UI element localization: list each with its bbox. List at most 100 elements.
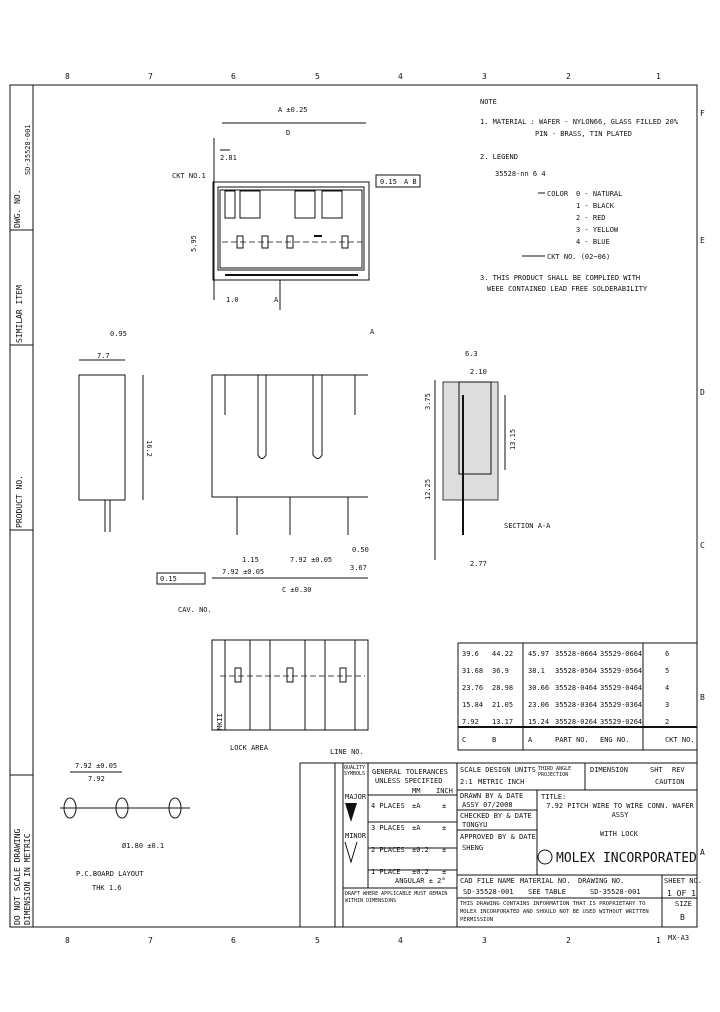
tol-places: 4 PLACES: [371, 802, 405, 810]
lock-area-label: LOCK AREA: [230, 744, 269, 752]
zone-col-label: 1: [656, 72, 661, 81]
line-no-label: LINE NO.: [330, 748, 364, 756]
table-cell: 23.06: [528, 701, 549, 709]
pcb-pitch-b: 7.92: [88, 775, 105, 783]
tol-mm: ±0.2: [412, 846, 429, 854]
left-strip: [9, 84, 34, 928]
side-view: 7.7 0.95 16.2: [78, 330, 153, 532]
table-cell: 35529-0664: [600, 650, 642, 658]
note-3: 3. THIS PRODUCT SHALL BE COMPLIED WITH: [480, 274, 640, 282]
drawing-no: SD-35528-001: [590, 888, 641, 896]
zone-col-label: 4: [398, 936, 403, 945]
ckt-label: CKT NO. (02~06): [547, 253, 610, 261]
scale-label: SCALE DESIGN UNITS: [460, 766, 536, 774]
major-label: MAJOR: [345, 793, 367, 801]
tol-places: 1 PLACE: [371, 868, 401, 876]
checked-by-label: CHECKED BY & DATE: [460, 812, 532, 820]
color-option: 4 - BLUE: [576, 238, 610, 246]
approved-by: SHENG: [462, 844, 483, 852]
design-units: METRIC INCH: [478, 778, 524, 786]
dim-1.15: 1.15: [242, 556, 259, 564]
tol-mm: ±A: [412, 802, 421, 810]
table-cell: 4: [665, 684, 669, 692]
form-number: MX-A3: [668, 934, 689, 942]
color-option: 3 - YELLOW: [576, 226, 619, 234]
table-cell: 21.05: [492, 701, 513, 709]
do-not-scale-note: DO NOT SCALE DRAWING: [13, 828, 22, 925]
zone-col-label: 7: [148, 936, 153, 945]
dimension-metric-note: DIMENSION IN METRIC: [23, 833, 32, 925]
tol-mm: ±A: [412, 824, 421, 832]
material-no: SEE TABLE: [528, 888, 566, 896]
table-header: PART NO.: [555, 736, 589, 744]
tol-mm: ±0.2: [412, 868, 429, 876]
pcb-hole: Ø1.80 ±0.1: [122, 842, 164, 850]
draft-note: DRAFT WHERE APPLICABLE MUST REMAIN WITHI…: [345, 891, 448, 904]
zone-row-label: D: [700, 388, 705, 397]
position-tolerance: 0.15: [380, 178, 397, 186]
title-block: QUALITY SYMBOLS MAJOR MINOR GENERAL TOLE…: [299, 762, 702, 942]
tol-places: 2 PLACES: [371, 846, 405, 854]
section-marker: A: [370, 328, 375, 336]
company-name: MOLEX INCORPORATED: [556, 851, 697, 866]
table-cell: 15.24: [528, 718, 549, 726]
tol-inch: ±: [442, 846, 446, 854]
dimension-label: DIMENSION: [590, 766, 628, 774]
zone-col-label: 6: [231, 936, 236, 945]
sheet-label: SHEET NO.: [664, 877, 702, 885]
dim-2.10: 2.10: [470, 368, 487, 376]
cad-label: CAD FILE NAME: [460, 877, 515, 885]
table-cell: 35528-0564: [555, 667, 597, 675]
zone-col-label: 8: [65, 72, 70, 81]
dwg-no-label: DWG. NO.: [13, 189, 22, 228]
size-label: SIZE: [675, 900, 692, 908]
dim-0.50: 0.50: [352, 546, 369, 554]
ckt1-label: CKT NO.1: [172, 172, 206, 180]
table-cell: 44.22: [492, 650, 513, 658]
rev-label: REV: [672, 766, 685, 774]
sht-label: SHT: [650, 766, 663, 774]
pcb-thickness: THK 1.6: [92, 884, 122, 892]
table-cell: 7.92: [462, 718, 479, 726]
molex-logo-icon: [537, 849, 553, 865]
dim-3.75: 3.75: [424, 393, 432, 410]
color-label: COLOR: [547, 190, 569, 198]
col-mm: MM: [412, 787, 420, 795]
dwg-no: SD-35528-001: [24, 124, 32, 175]
zone-col-label: 3: [482, 936, 487, 945]
angular-tolerance: ANGULAR ± 2°: [395, 877, 446, 885]
drawing-subtitle: WITH LOCK: [600, 830, 639, 838]
zone-row-label: F: [700, 109, 705, 118]
proprietary-notice: THIS DRAWING CONTAINS INFORMATION THAT I…: [460, 901, 649, 923]
tol-places: 3 PLACES: [371, 824, 405, 832]
table-header: CKT NO.: [665, 736, 695, 744]
zone-row-label: A: [700, 848, 705, 857]
table-cell: 30.66: [528, 684, 549, 692]
table-cell: 35529-0464: [600, 684, 642, 692]
zone-row-label: B: [700, 693, 705, 702]
dim-13.15: 13.15: [509, 429, 517, 450]
table-cell: 3: [665, 701, 669, 709]
zone-col-label: 1: [656, 936, 661, 945]
approved-by-label: APPROVED BY & DATE: [460, 833, 536, 841]
table-header: ENG NO.: [600, 736, 630, 744]
dim-2.81: 2.81: [220, 154, 237, 162]
position-tolerance-front: 0.15: [160, 575, 177, 583]
general-tolerances: GENERAL TOLERANCES: [372, 768, 448, 776]
zone-col-label: 5: [315, 936, 320, 945]
zone-col-label: 5: [315, 72, 320, 81]
minor-label: MINOR: [345, 832, 367, 840]
dim-5.95: 5.95: [190, 235, 198, 252]
major-symbol-icon: [345, 803, 357, 822]
mk-label: MKII: [216, 713, 224, 730]
color-option: 0 - NATURAL: [576, 190, 622, 198]
drawing-no-label: DRAWING NO.: [578, 877, 624, 885]
unless-specified: UNLESS SPECIFIED: [375, 777, 442, 785]
table-cell: 35528-0664: [555, 650, 597, 658]
product-no-label: PRODUCT NO.: [15, 475, 24, 528]
zone-col-label: 3: [482, 72, 487, 81]
table-cell: 23.76: [462, 684, 483, 692]
cav-no-label: CAV. NO.: [178, 606, 212, 614]
table-cell: 5: [665, 667, 669, 675]
